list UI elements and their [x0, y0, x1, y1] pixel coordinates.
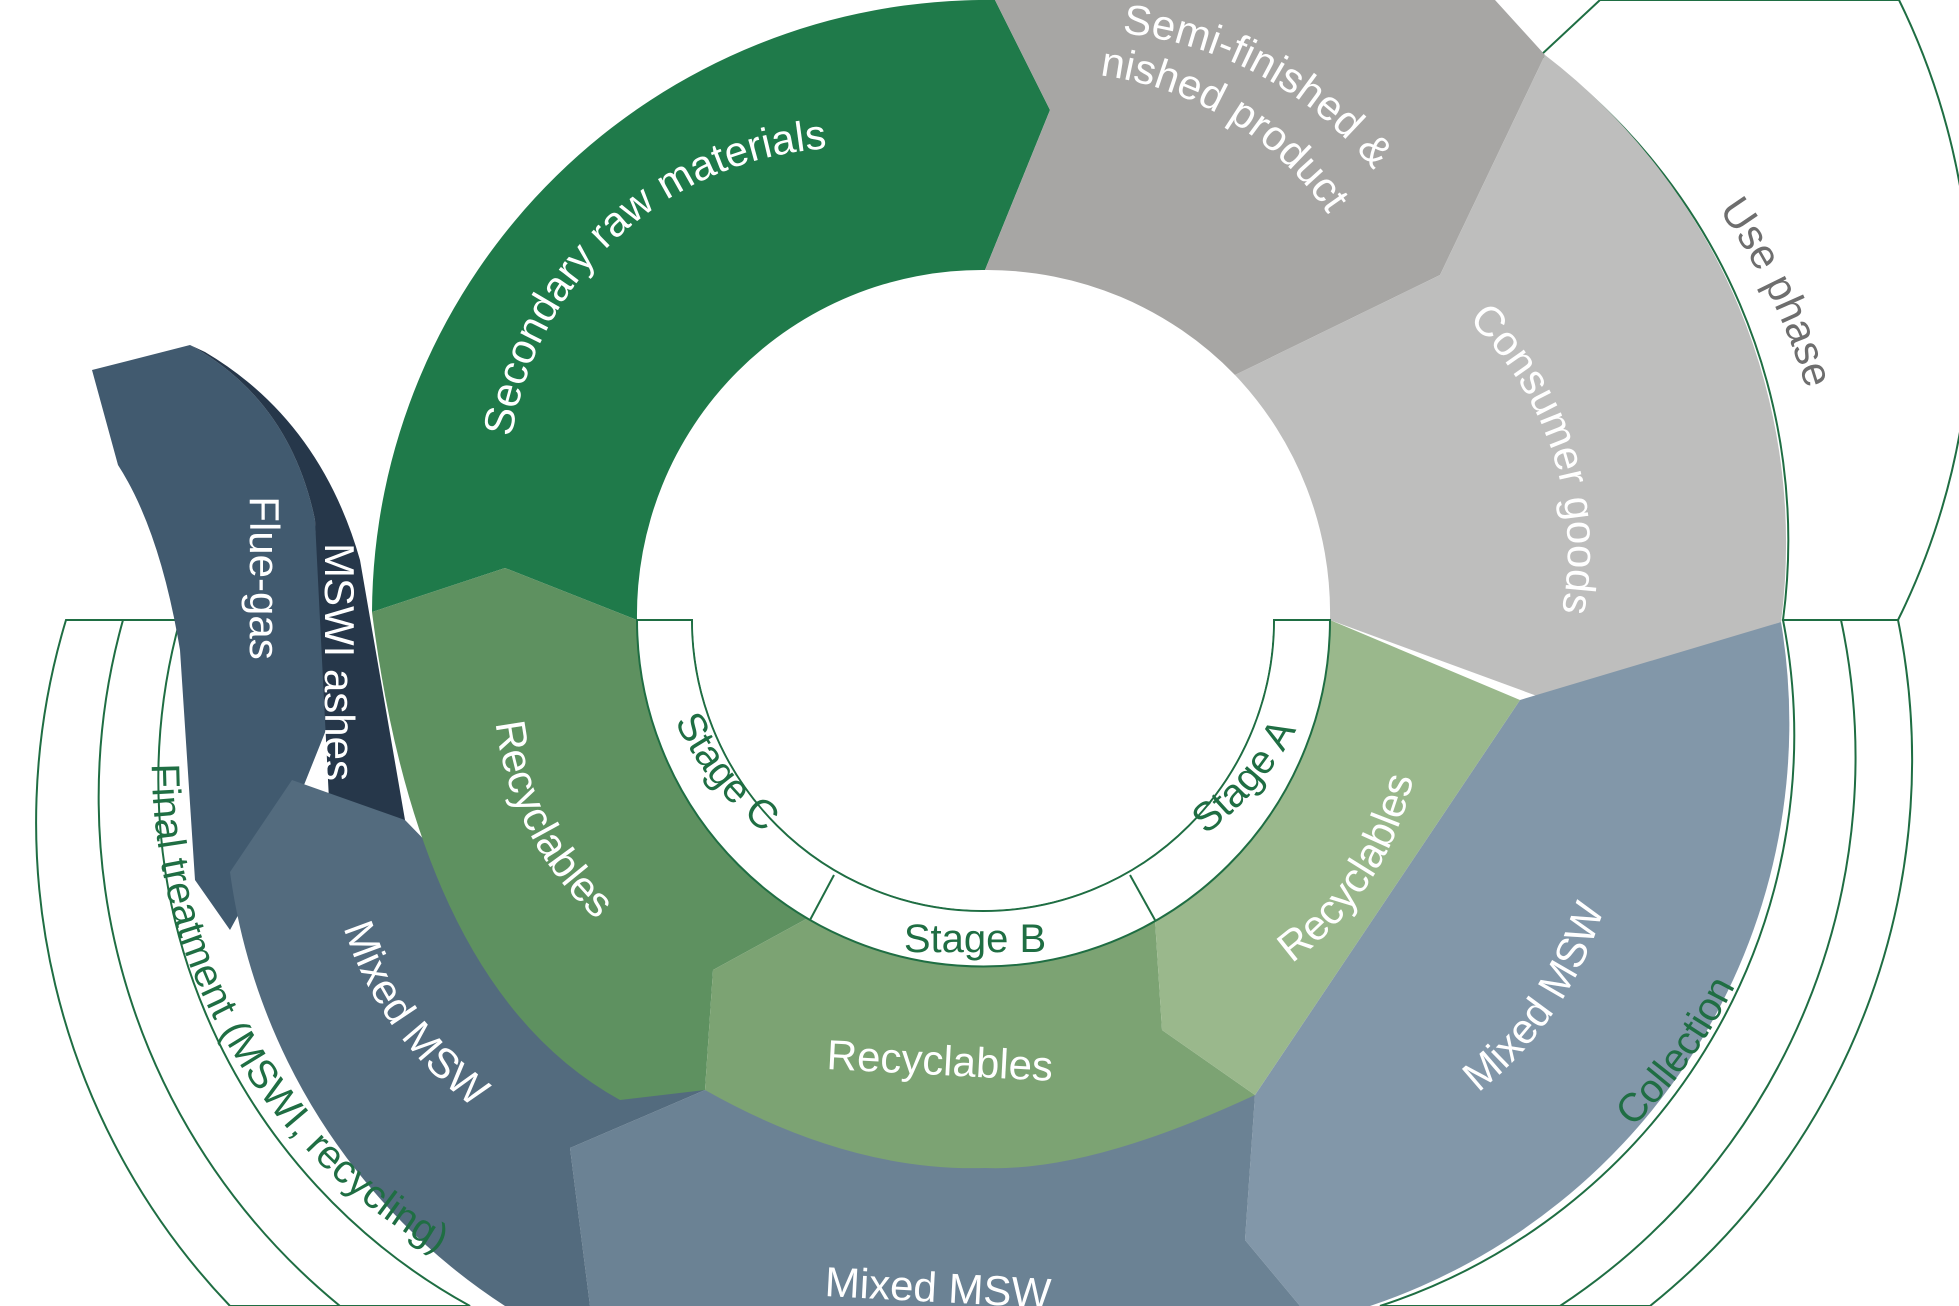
- stage-ring: [635, 619, 1332, 968]
- collection-frame: [1379, 619, 1914, 1306]
- mswi-ashes-band: [190, 345, 405, 820]
- mswi-ashes-label: MSWI ashes: [316, 543, 363, 781]
- mixed-msw-final-segment: [230, 780, 705, 1306]
- semi-finished-segment: [985, 0, 1545, 375]
- recyclables-b-segment: [705, 918, 1255, 1169]
- stage-b-label: Stage B: [904, 917, 1046, 961]
- center-circle: [693, 330, 1273, 910]
- mixed-msw-collection-segment: [1245, 622, 1790, 1306]
- recyclables-a-segment: [1155, 620, 1520, 1095]
- collection-frame-inner-line: [1559, 619, 1857, 1306]
- recyclables-c-segment: [372, 568, 808, 1100]
- final-treatment-frame: [35, 619, 471, 1306]
- flue-gas-band: [92, 345, 330, 930]
- secondary-raw-materials-segment: [372, 0, 1050, 620]
- final-treatment-frame-inner-line: [97, 619, 341, 1306]
- stage-divider-bc: [809, 874, 835, 921]
- flue-gas-label: Flue-gas: [241, 496, 288, 659]
- stage-divider-ab: [1129, 874, 1156, 921]
- consumer-goods-segment: [1235, 55, 1787, 700]
